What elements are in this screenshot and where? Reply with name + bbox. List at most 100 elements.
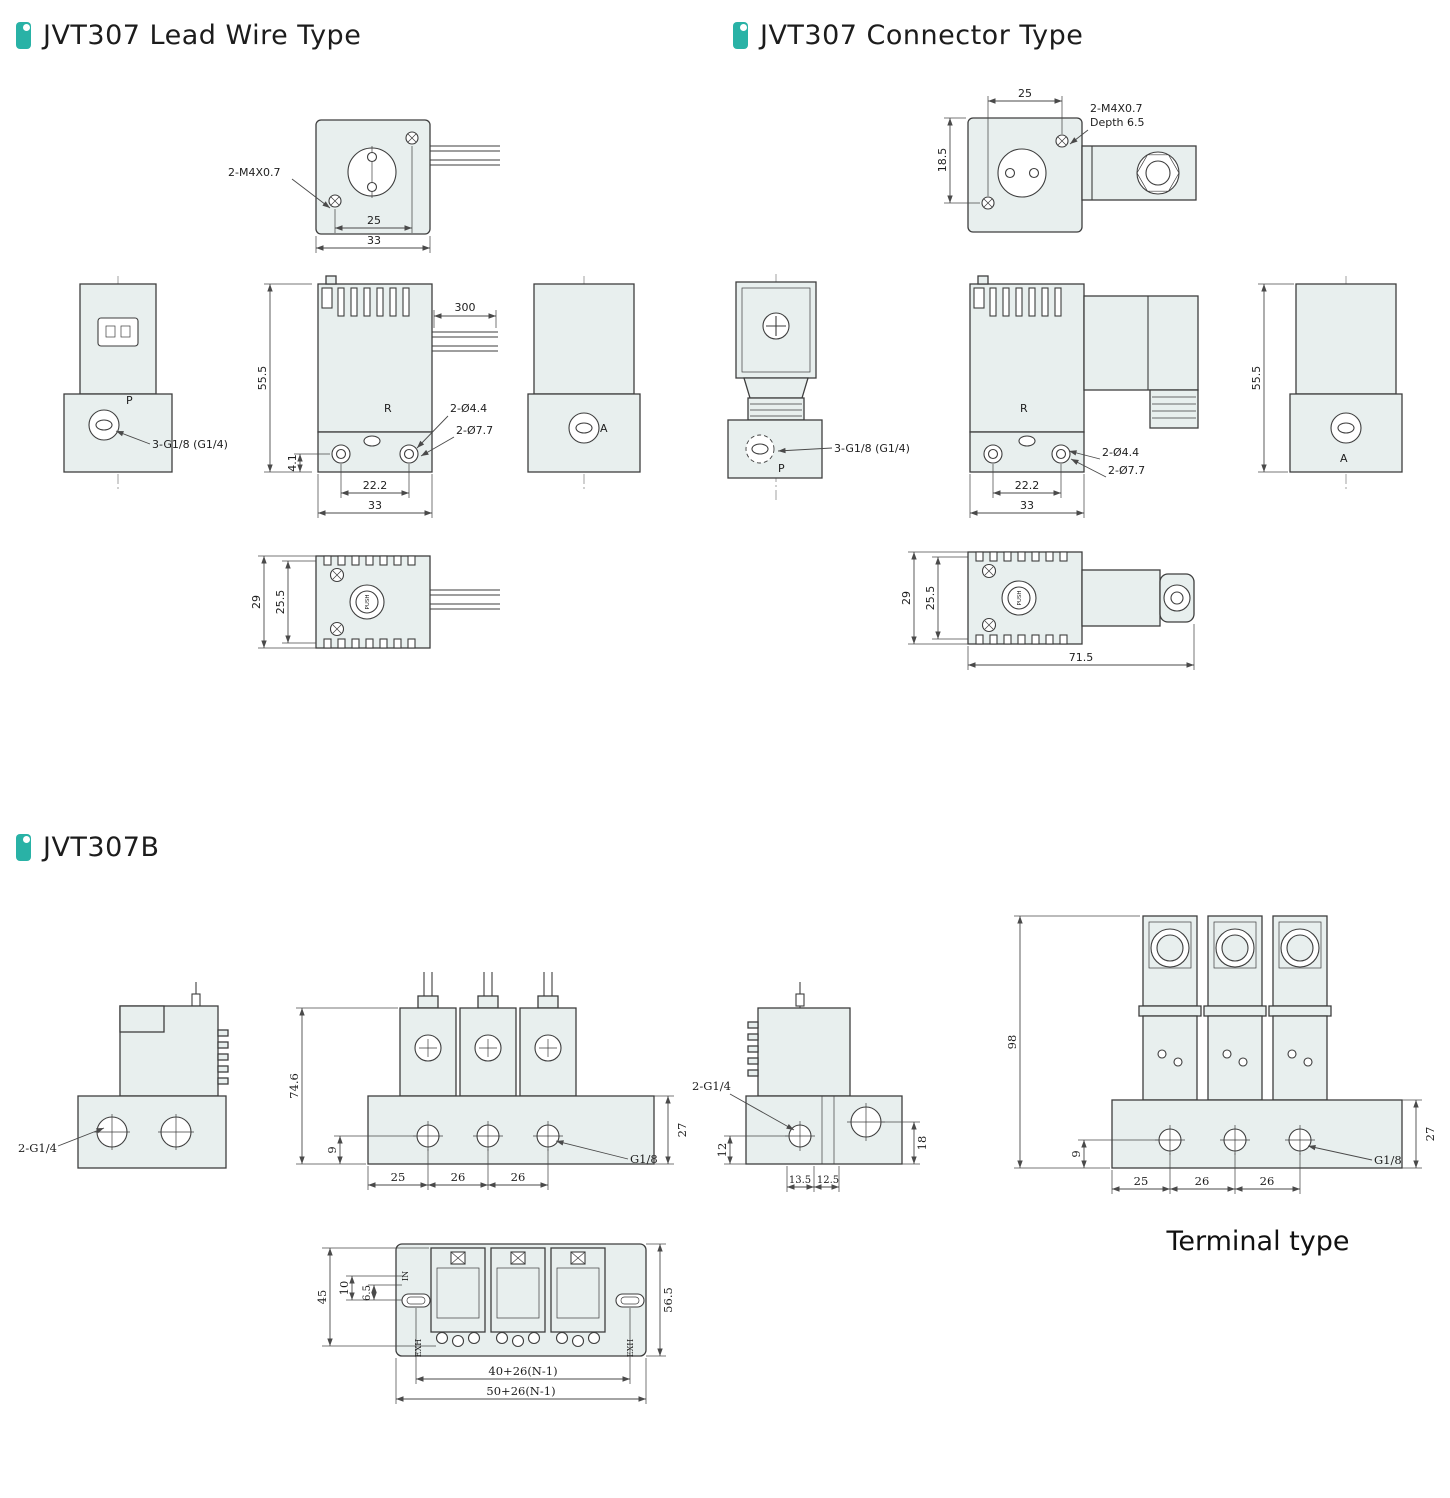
dim-45: 45: [315, 1290, 329, 1305]
dim-25-5: 25.5: [274, 590, 287, 615]
label-dia-4-4: 2-Ø4.4: [1102, 446, 1139, 459]
label-port-thread: 3-G1/8 (G1/4): [834, 442, 910, 455]
connector-side-view-a: 55.5 A: [1250, 276, 1403, 490]
dim-25: 25: [1018, 87, 1032, 100]
dim-25-5: 25.5: [924, 586, 937, 611]
dim-10: 10: [337, 1281, 351, 1296]
label-exh-port: EXH: [626, 1339, 635, 1358]
leadwire-front-view: 300 R 2-Ø4.4 2-Ø7.7 55.5 4.1 22.2 33: [256, 275, 498, 518]
bullet-dot: [23, 24, 30, 31]
port-r-slot: [1018, 435, 1036, 447]
dim-71-5: 71.5: [1069, 651, 1094, 664]
section-bullet-icon: [16, 22, 31, 49]
leadwire-side-view-a: A: [527, 276, 641, 490]
label-in-port: IN: [401, 1271, 410, 1281]
b-side-view-section: 2-G1/4 12 13.5 12.5 18: [692, 982, 929, 1192]
mounting-slot: [615, 1293, 645, 1308]
connector-side-view-p: P 3-G1/8 (G1/4): [727, 274, 910, 500]
push-button-label: PUSH: [1017, 591, 1023, 606]
port-label-p: P: [778, 462, 785, 475]
leadwire-bottom-view: PUSH 29 25.5: [250, 555, 500, 649]
dim-26: 26: [511, 1170, 526, 1184]
dim-13-5: 13.5: [789, 1175, 811, 1186]
section-header-connector: JVT307 Connector Type: [733, 20, 1083, 51]
leadwire-side-view-p: P 3-G1/8 (G1/4): [63, 276, 228, 490]
coil-circle: [997, 148, 1047, 198]
dim-4-1: 4.1: [286, 454, 299, 472]
dim-26: 26: [1260, 1174, 1275, 1188]
bullet-dot: [740, 24, 747, 31]
terminal-type-caption: Terminal type: [1165, 1226, 1349, 1257]
dim-12-5: 12.5: [817, 1175, 839, 1186]
b-front-view: 74.6 9 25 26 26 G1/8 27: [287, 972, 689, 1190]
dim-6-5: 6.5: [362, 1285, 373, 1301]
section-title-lead-wire: JVT307 Lead Wire Type: [43, 20, 362, 51]
b-side-view-left: 2-G1/4: [18, 982, 229, 1169]
dim-25: 25: [367, 214, 381, 227]
port-label-r: R: [1020, 402, 1028, 415]
dim-26: 26: [1195, 1174, 1210, 1188]
dim-33: 33: [1020, 499, 1034, 512]
label-2-g14: 2-G1/4: [18, 1141, 57, 1155]
mounting-slot: [401, 1293, 431, 1308]
dim-56-5: 56.5: [661, 1287, 675, 1313]
dim-40-pitch: 40+26(N-1): [488, 1364, 557, 1378]
label-dia-7-7: 2-Ø7.7: [1108, 464, 1145, 477]
label-dia-7-7: 2-Ø7.7: [456, 424, 493, 437]
dim-25: 25: [1134, 1174, 1149, 1188]
dim-22-2: 22.2: [1015, 479, 1040, 492]
dim-wire-300: 300: [455, 301, 476, 314]
label-g18: G1/8: [630, 1152, 658, 1166]
dim-74-6: 74.6: [287, 1073, 301, 1099]
dim-50-pitch: 50+26(N-1): [486, 1384, 555, 1398]
manifold-base: [367, 1095, 655, 1165]
dim-55-5: 55.5: [256, 366, 269, 391]
valve-unit: [1142, 1015, 1198, 1101]
label-dia-4-4: 2-Ø4.4: [450, 402, 487, 415]
dim-27: 27: [1423, 1127, 1437, 1142]
valve-unit: [1272, 1015, 1328, 1101]
port-label-a: A: [600, 422, 608, 435]
section-bullet-icon: [733, 22, 748, 49]
label-port-thread: 3-G1/8 (G1/4): [152, 438, 228, 451]
dim-9: 9: [325, 1146, 339, 1153]
dim-12: 12: [715, 1143, 729, 1158]
port-r-slot: [363, 435, 381, 447]
label-m4-thread: 2-M4X0.7: [1090, 102, 1143, 115]
dim-98: 98: [1005, 1035, 1019, 1050]
leadwire-top-view: 25 33 2-M4X0.7: [228, 119, 500, 253]
port-label-a: A: [1340, 452, 1348, 465]
label-g18: G1/8: [1374, 1153, 1402, 1167]
connector-top-view: 25 18.5 2-M4X0.7 Depth 6.5: [936, 87, 1197, 233]
dim-29: 29: [250, 595, 263, 609]
dim-22-2: 22.2: [363, 479, 388, 492]
label-2-g14: 2-G1/4: [692, 1079, 731, 1093]
manifold-base: [1111, 1099, 1403, 1169]
din-connector: [1083, 295, 1199, 391]
connector-bottom-view: PUSH 29 25.5 71.5: [900, 551, 1195, 670]
dim-27: 27: [675, 1123, 689, 1138]
dim-33: 33: [368, 499, 382, 512]
dim-25: 25: [391, 1170, 406, 1184]
din-connector: [1081, 569, 1161, 627]
port-label-p: P: [126, 394, 133, 407]
section-header-jvt307b: JVT307B: [16, 832, 159, 863]
dim-26: 26: [451, 1170, 466, 1184]
label-exh-port: EXH: [414, 1339, 423, 1358]
push-button-label: PUSH: [365, 595, 371, 610]
valve-unit: [1207, 1015, 1263, 1101]
section-bullet-icon: [16, 834, 31, 861]
dim-9: 9: [1069, 1150, 1083, 1157]
label-m4-thread: 2-M4X0.7: [228, 166, 281, 179]
dim-55-5: 55.5: [1250, 366, 1263, 391]
dim-18: 18: [915, 1136, 929, 1151]
label-thread-depth: Depth 6.5: [1090, 116, 1145, 129]
section-title-jvt307b: JVT307B: [43, 832, 160, 863]
dim-29: 29: [900, 591, 913, 605]
b-manifold-plan-view: IN EXH EXH 45 10 6.5 56.5 40+26(N-1) 50+…: [315, 1243, 675, 1404]
connector-front-view: R 2-Ø4.4 2-Ø7.7 22.2 33: [969, 275, 1199, 518]
section-header-lead-wire: JVT307 Lead Wire Type: [16, 20, 361, 51]
bullet-dot: [23, 836, 30, 843]
